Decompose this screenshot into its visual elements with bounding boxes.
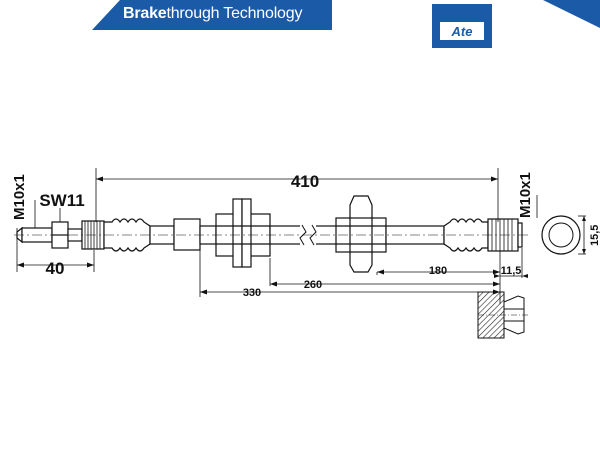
label-len-40: 40: [46, 259, 65, 278]
dimension-arrows: [17, 176, 528, 295]
bracket-1-plate-b: [241, 198, 252, 268]
port-detail: [477, 291, 528, 339]
hose-body: [16, 195, 523, 273]
brand-title: Brakethrough Technology: [123, 5, 302, 23]
brand-title-bold: Brake: [123, 5, 167, 22]
brand-title-rest: through Technology: [166, 5, 303, 22]
label-len-260: 260: [304, 279, 322, 291]
label-len-11-5: 11,5: [501, 265, 522, 277]
label-len-180: 180: [429, 265, 447, 277]
label-len-410: 410: [291, 172, 319, 191]
label-dia-15-5: 15,5: [589, 225, 600, 246]
left-white-wedge: [0, 0, 120, 30]
hose-sleeve-1: [173, 218, 201, 251]
header-banner: [0, 0, 600, 30]
label-wrench-sw11: SW11: [39, 191, 84, 210]
bracket-1-plate-a: [232, 198, 243, 268]
end-view: [541, 215, 586, 255]
ate-logo-text: Ate: [451, 24, 473, 39]
dimension-lines: [16, 168, 538, 304]
ate-logo: Ate: [432, 4, 492, 48]
label-thread-left: M10x1: [11, 174, 28, 220]
label-thread-right: M10x1: [517, 172, 534, 218]
label-len-330: 330: [243, 287, 261, 299]
right-accent-wedge: [543, 0, 600, 28]
